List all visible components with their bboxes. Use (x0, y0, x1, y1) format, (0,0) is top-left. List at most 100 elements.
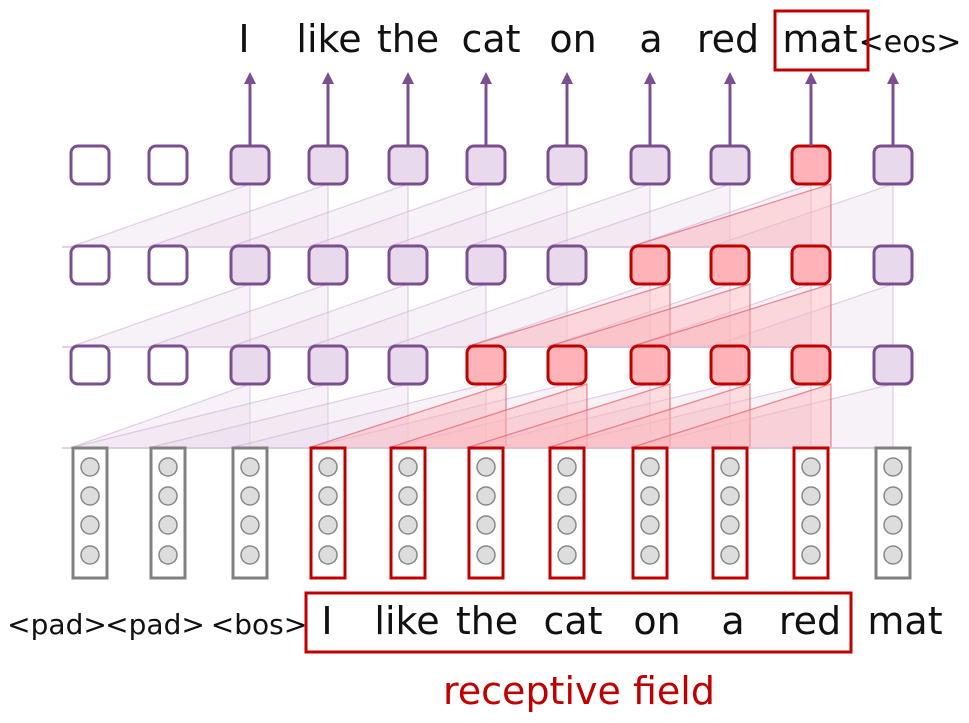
input-token: red (779, 599, 841, 643)
embedding-dim (476, 545, 496, 565)
hidden-unit (387, 244, 429, 286)
embedding-dim (398, 545, 418, 565)
embedding-dim (801, 545, 821, 565)
embedding-dim (557, 545, 577, 565)
embedding-dim (557, 457, 577, 477)
embedding-dim (720, 545, 740, 565)
hidden-unit (709, 344, 751, 386)
output-token: cat (461, 17, 520, 61)
hidden-unit (229, 244, 271, 286)
embedding-dim (883, 515, 903, 535)
hidden-unit (387, 144, 429, 186)
input-token: a (721, 599, 744, 643)
embedding-dim (158, 515, 178, 535)
hidden-unit (229, 344, 271, 386)
embedding-dim (476, 457, 496, 477)
embedding-column (231, 446, 269, 580)
receptive-field-box (304, 591, 853, 654)
input-token: mat (867, 599, 942, 643)
embedding-dim (720, 515, 740, 535)
embedding-column (309, 446, 347, 580)
output-token: like (296, 17, 361, 61)
output-token: a (639, 17, 662, 61)
hidden-unit (546, 344, 588, 386)
hidden-unit (629, 144, 671, 186)
embedding-dim (318, 515, 338, 535)
embedding-column (71, 446, 109, 580)
embedding-dim (398, 486, 418, 506)
embedding-column (467, 446, 505, 580)
embedding-dim (801, 515, 821, 535)
hidden-unit (465, 144, 507, 186)
input-token: <bos> (211, 608, 307, 641)
hidden-unit (709, 144, 751, 186)
hidden-unit (69, 244, 111, 286)
embedding-dim (80, 545, 100, 565)
hidden-unit (872, 344, 914, 386)
hidden-unit (546, 244, 588, 286)
embedding-dim (398, 457, 418, 477)
embedding-dim (640, 515, 660, 535)
output-highlight-box (773, 9, 870, 72)
hidden-unit (307, 144, 349, 186)
hidden-unit (147, 344, 189, 386)
embedding-dim (640, 457, 660, 477)
embedding-dim (240, 545, 260, 565)
hidden-unit (872, 144, 914, 186)
hidden-unit (872, 244, 914, 286)
layer-3 (69, 144, 914, 186)
hidden-unit (69, 144, 111, 186)
embedding-column (711, 446, 749, 580)
hidden-unit (147, 144, 189, 186)
embedding-dim (557, 515, 577, 535)
embedding-dim (883, 545, 903, 565)
embedding-dim (240, 457, 260, 477)
output-token: mat (782, 17, 857, 61)
embedding-column (874, 446, 912, 580)
embedding-dim (640, 545, 660, 565)
embedding-dim (318, 457, 338, 477)
embedding-column (389, 446, 427, 580)
output-token: red (697, 17, 759, 61)
embedding-dim (476, 515, 496, 535)
hidden-unit (229, 144, 271, 186)
embedding-dim (80, 457, 100, 477)
embedding-dim (158, 545, 178, 565)
hidden-unit (709, 244, 751, 286)
hidden-unit (790, 344, 832, 386)
embedding-dim (640, 486, 660, 506)
hidden-unit (790, 244, 832, 286)
receptive-field-label: receptive field (443, 669, 715, 713)
input-token: <pad> (7, 608, 107, 641)
embedding-column (792, 446, 830, 580)
input-token: cat (543, 599, 602, 643)
output-arrows (244, 72, 899, 146)
embedding-dim (720, 457, 740, 477)
embedding-column (548, 446, 586, 580)
input-token: <pad> (105, 608, 205, 641)
hidden-layers (69, 144, 914, 386)
input-token: like (374, 599, 439, 643)
embedding-dim (801, 486, 821, 506)
embedding-dim (557, 486, 577, 506)
hidden-unit (629, 344, 671, 386)
embedding-dim (80, 515, 100, 535)
embedding-dim (883, 457, 903, 477)
connection-fans (69, 183, 894, 449)
output-token: I (238, 17, 249, 61)
hidden-unit (546, 144, 588, 186)
hidden-unit (387, 344, 429, 386)
output-token: the (377, 17, 439, 61)
embedding-dim (80, 486, 100, 506)
embedding-dim (801, 457, 821, 477)
layer-1 (69, 344, 914, 386)
embedding-dim (158, 486, 178, 506)
embedding-dim (398, 515, 418, 535)
embedding-column (149, 446, 187, 580)
embedding-dim (240, 515, 260, 535)
input-token: the (456, 599, 518, 643)
embedding-dim (318, 486, 338, 506)
input-embeddings (71, 446, 912, 580)
